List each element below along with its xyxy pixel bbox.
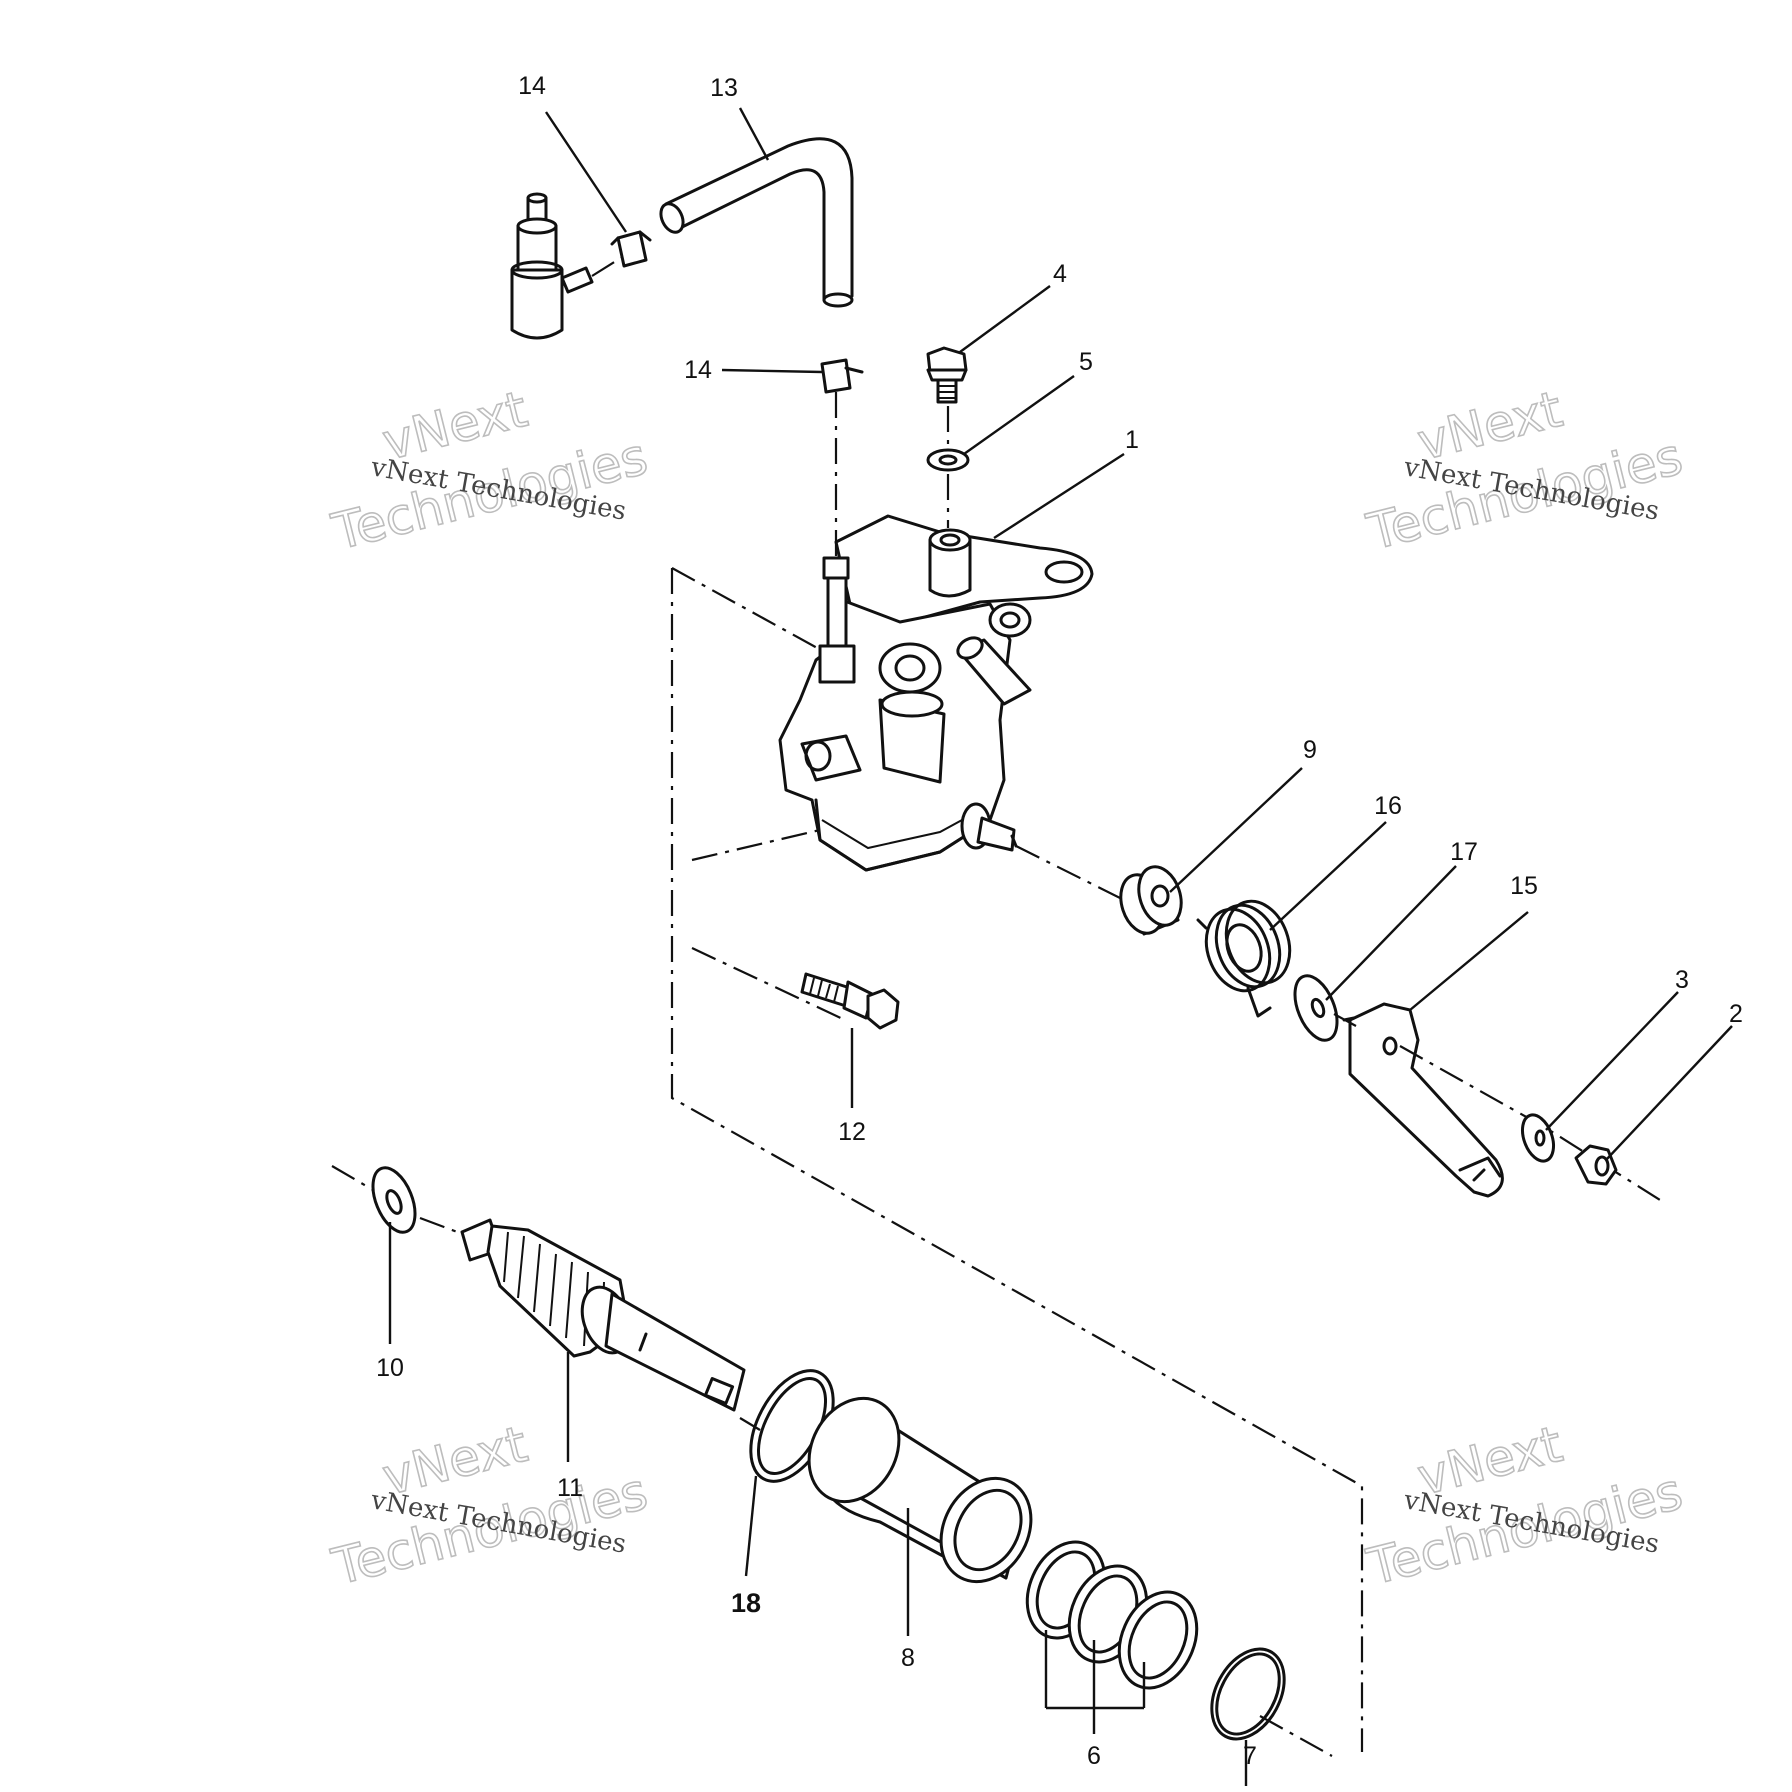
part-16-return-spring: [1196, 899, 1292, 1018]
assembly-bracket-outline: [670, 567, 1364, 1752]
callout-12: 12: [838, 1118, 866, 1146]
callout-labels: 1 2 3 4 5 6 7 8 9 10 11 12 13 14 14 15 1…: [376, 72, 1743, 1770]
callout-5: 5: [1079, 348, 1093, 376]
callout-11: 11: [557, 1474, 583, 1502]
watermark-bottom-right: vNext Technologies: [1360, 1414, 1688, 1597]
part-3-washer: [1520, 1113, 1556, 1163]
callout-14-upper: 14: [518, 72, 546, 100]
callout-3: 3: [1675, 966, 1689, 994]
watermark-top-left: vNext Technologies: [325, 379, 653, 562]
part-4-bleed-bolt: [926, 346, 968, 404]
part-10-thrust-washer: [371, 1166, 417, 1234]
watermark-bottom-left: vNext Technologies: [325, 1414, 653, 1597]
callout-14-lower: 14: [684, 356, 712, 384]
part-14-clamp-lower: [820, 358, 864, 394]
callout-16: 16: [1374, 792, 1402, 820]
callout-13: 13: [710, 74, 738, 102]
callout-8: 8: [901, 1644, 915, 1672]
callout-9: 9: [1303, 736, 1317, 764]
callout-2: 2: [1729, 1000, 1743, 1028]
watermark-top-right: vNext Technologies: [1360, 379, 1688, 562]
callout-18: 18: [731, 1588, 761, 1618]
part-5-washer: [926, 448, 970, 472]
part-7-circlip: [1210, 1647, 1286, 1741]
axis-sender-clamp: [591, 255, 625, 277]
axis-pump-shaft: [1015, 845, 1125, 901]
part-12-mounting-bolt: [800, 972, 900, 1030]
callout-17: 17: [1450, 838, 1478, 866]
callout-7: 7: [1243, 1742, 1257, 1770]
axis-drive-assembly: [331, 1165, 1333, 1757]
part-9-bushing: [1119, 865, 1183, 936]
part-11-driven-gear-shaft: [460, 1218, 746, 1412]
part-1-oil-pump-body: [778, 514, 1094, 872]
part-13-hose: [659, 137, 854, 308]
callout-15: 15: [1510, 872, 1538, 900]
axis-lever: [1333, 1013, 1661, 1201]
callout-10: 10: [376, 1354, 404, 1382]
callout-1: 1: [1125, 426, 1139, 454]
leader-lines: [388, 107, 1733, 1786]
oil-level-sender: [510, 192, 594, 340]
part-8-sleeve: [807, 1396, 1033, 1584]
callout-4: 4: [1053, 260, 1067, 288]
part-14-clamp-upper: [610, 230, 652, 268]
part-15-control-lever: [1342, 1002, 1504, 1198]
part-6-shims: [1025, 1540, 1199, 1690]
part-17-washer: [1293, 974, 1339, 1042]
callout-6: 6: [1087, 1742, 1101, 1770]
part-2-nut: [1574, 1144, 1618, 1186]
